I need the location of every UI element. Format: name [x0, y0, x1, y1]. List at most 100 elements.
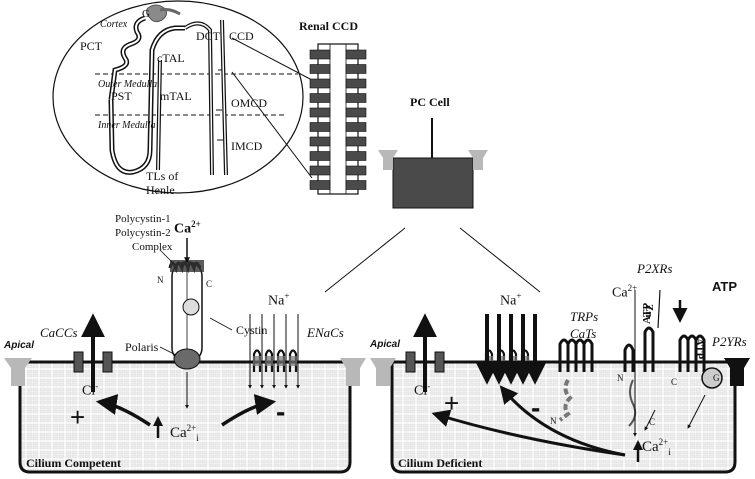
complex-pointer	[159, 249, 173, 263]
deficient-cacc-a	[405, 351, 416, 373]
label-dct: DCT	[196, 29, 220, 43]
ccd-cell	[345, 49, 367, 60]
deficient-cacc-b	[434, 351, 445, 373]
label-cystin: Cystin	[236, 323, 268, 337]
ccd-cell	[309, 93, 331, 103]
ccd-cell	[345, 136, 367, 147]
label-ca-i-def: Ca2+i	[642, 437, 671, 457]
deficient-junction-left	[370, 358, 396, 386]
label-n-trp: N	[550, 416, 557, 426]
label-cl-comp: Cl-	[82, 381, 99, 399]
polaris-protein	[173, 348, 201, 370]
label-omcd: OMCD	[231, 96, 268, 110]
label-cortex: Cortex	[100, 19, 128, 30]
label-polycystin1: Polycystin-1	[115, 213, 171, 225]
label-outer-medulla: Outer Medulla	[98, 79, 158, 90]
ccd-cell	[345, 107, 367, 118]
label-g-protein: G	[713, 373, 720, 383]
label-apical-comp: Apical	[4, 340, 35, 351]
label-n-comp: N	[157, 275, 164, 285]
label-ctal: cTAL	[157, 51, 185, 65]
p2x-receptor	[623, 289, 661, 427]
ccd-cell	[345, 122, 367, 132]
kidney-outline	[52, 0, 304, 194]
label-c-p2x: C	[649, 417, 656, 427]
zoom-line-right	[459, 227, 541, 293]
label-ca-i-comp: Ca2+i	[170, 423, 199, 443]
ccd-cell	[309, 78, 331, 89]
pc-cell-body	[392, 157, 474, 209]
enac-subunit	[288, 349, 298, 372]
ccd-cell	[345, 151, 367, 161]
label-pst: PST	[111, 89, 132, 103]
cacc-channel-a	[73, 351, 84, 373]
label-cats: CaTs	[570, 326, 597, 341]
cystin-protein	[182, 298, 200, 316]
label-enacs: ENaCs	[307, 325, 344, 340]
enac-subunit	[264, 349, 274, 372]
ccd-cell	[309, 165, 331, 176]
pc-junction-left	[378, 150, 398, 170]
label-polaris: Polaris	[125, 340, 159, 354]
ccd-cell	[345, 78, 367, 89]
enac-subunit	[276, 349, 286, 372]
pc-junction-right	[468, 150, 488, 170]
label-renal-ccd: Renal CCD	[299, 19, 358, 33]
pointer-ccd-2	[231, 71, 313, 179]
competent-junction-right	[340, 358, 366, 386]
label-pct: PCT	[80, 39, 103, 53]
ccd-cell	[345, 165, 367, 176]
pointer-ccd-1	[231, 37, 313, 81]
na-influx-arrows	[248, 314, 300, 389]
label-p2xrs: P2XRs	[637, 261, 673, 276]
label-cilium-competent: Cilium Competent	[26, 456, 121, 470]
zoom-line-left	[324, 227, 406, 293]
label-tl-line2: Henle	[146, 183, 175, 197]
label-ca-def: Ca2+	[612, 283, 638, 301]
def-curved-arrow-cl	[431, 409, 626, 457]
pc-cell-icon	[324, 118, 541, 293]
enac-channels	[252, 349, 298, 372]
ccd-cell	[309, 151, 331, 161]
curved-arrow-to-cl	[95, 394, 151, 427]
label-atp-p2x: ATP	[641, 302, 653, 324]
deficient-na-arrows	[475, 314, 547, 385]
label-c-p2y: C	[671, 377, 678, 387]
kidney-schematic	[52, 0, 313, 194]
p2y-receptor	[672, 300, 723, 389]
ccd-cell	[309, 122, 331, 132]
trp-channel	[558, 338, 594, 422]
label-n-p2x: N	[617, 373, 624, 383]
def-curved-arrow-na	[499, 385, 626, 457]
label-c-comp: C	[206, 279, 213, 289]
label-atp-bold: ATP	[712, 279, 738, 294]
label-polycystin2: Polycystin-2	[115, 227, 171, 239]
zn-pointer	[657, 289, 661, 329]
cystin-pointer	[209, 317, 233, 331]
label-atp-p2y: ATP	[693, 338, 705, 360]
ccd-cell	[309, 49, 331, 60]
label-na-comp: Na+	[268, 291, 290, 309]
label-pc-cell: PC Cell	[410, 95, 450, 109]
label-ccd: CCD	[229, 29, 254, 43]
label-g: G	[142, 8, 150, 20]
curved-arrow-to-na	[221, 394, 277, 427]
label-plus-def: +	[444, 388, 460, 418]
competent-junction-left	[4, 358, 32, 386]
label-minus-comp: -	[276, 396, 286, 427]
ccd-cell	[345, 93, 367, 103]
label-minus-def: -	[531, 392, 541, 423]
label-caccs: CaCCs	[40, 325, 78, 340]
label-p2yrs: P2YRs	[712, 334, 747, 349]
ccd-cell	[309, 64, 331, 74]
ccd-cell	[309, 136, 331, 147]
label-apical-def: Apical	[370, 339, 401, 350]
polaris-pointer	[159, 346, 177, 356]
label-complex: Complex	[132, 241, 173, 253]
label-cl-def: Cl-	[414, 381, 431, 399]
ccd-cell	[309, 180, 331, 190]
label-inner-medulla: Inner Medulla	[98, 120, 156, 131]
label-ca-top: Ca2+	[174, 219, 201, 237]
